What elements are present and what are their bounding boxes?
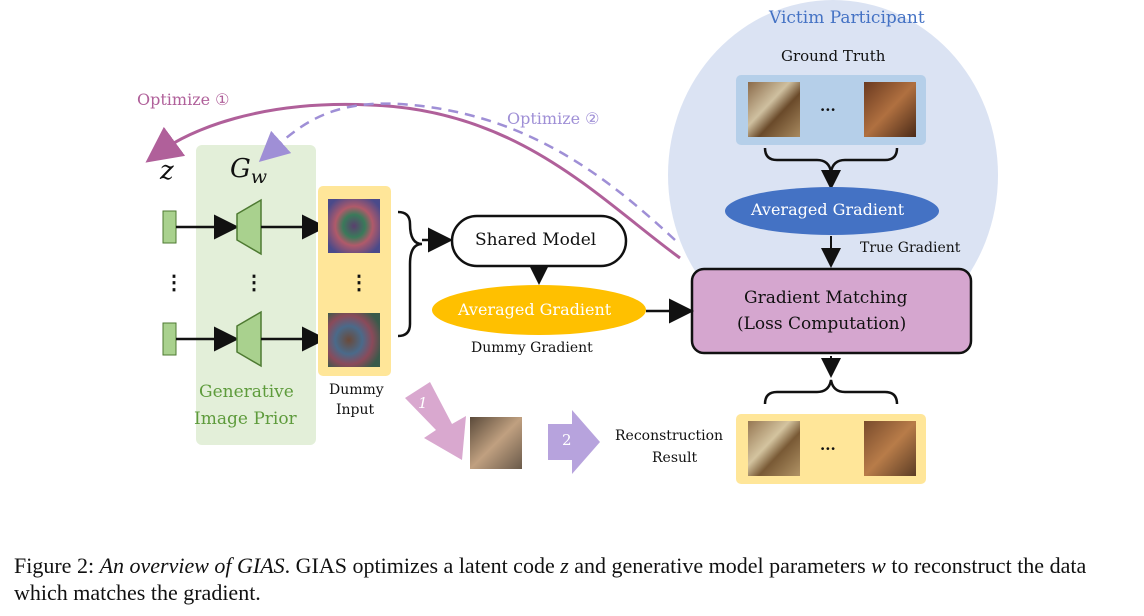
optimize-1-arrow — [145, 102, 681, 260]
caption-figure-label: Figure 2: — [14, 553, 100, 578]
figure-caption: Figure 2: An overview of GIAS. GIAS opti… — [14, 552, 1134, 606]
latent-vector-n — [162, 322, 177, 356]
latent-vector-1 — [162, 210, 177, 244]
dummy-gradient-label: Averaged Gradient — [458, 300, 612, 319]
generative-prior-line1: Generative — [199, 382, 294, 402]
result-brace — [763, 379, 899, 405]
reconstruction-line2: Result — [652, 450, 698, 466]
ground-truth-image-2 — [864, 82, 916, 137]
caption-title: An overview of GIAS — [99, 553, 285, 578]
reconstruction-ellipsis: ... — [820, 436, 836, 454]
victim-gradient-label: Averaged Gradient — [751, 200, 905, 219]
reconstruction-image-1 — [748, 421, 800, 476]
vdots-dummy: ⋮ — [349, 270, 369, 294]
gradient-matching-box — [690, 267, 973, 355]
dummy-input-line2: Input — [336, 402, 375, 418]
dummy-averaged-gradient — [432, 285, 646, 335]
ground-truth-ellipsis: ... — [820, 97, 836, 115]
caption-var-z: z — [560, 553, 569, 578]
gw-label: Gw — [230, 154, 267, 188]
caption-text-a: . GIAS optimizes a latent code — [284, 553, 561, 578]
reconstruction-line1: Reconstruction — [615, 428, 724, 444]
gw-main: G — [230, 154, 251, 184]
gw-sub: w — [250, 166, 268, 189]
gradient-matching-line2: (Loss Computation) — [737, 314, 907, 334]
z-label: z — [160, 156, 174, 186]
dummy-image-n — [328, 313, 380, 367]
optimize-2-arrow — [258, 102, 676, 241]
shared-model-label: Shared Model — [475, 230, 597, 250]
optimize-1-label: Optimize ① — [137, 90, 230, 109]
true-gradient-label: True Gradient — [860, 240, 961, 256]
dummy-gradient-caption: Dummy Gradient — [471, 340, 593, 356]
step-2-label: 2 — [562, 431, 572, 449]
dummy-image-1 — [328, 199, 380, 253]
victim-participant-label: Victim Participant — [769, 8, 925, 28]
generative-prior-line2: Image Prior — [194, 409, 297, 429]
step-1-arrow — [405, 382, 466, 460]
caption-text-b: and generative model parameters — [568, 553, 872, 578]
dummy-input-line1: Dummy — [329, 382, 384, 398]
generator-n — [236, 310, 262, 368]
dummy-brace — [397, 210, 423, 338]
ground-truth-image-1 — [748, 82, 800, 137]
step-2-arrow — [548, 410, 600, 474]
optimize-2-label: Optimize ② — [507, 109, 600, 128]
gradient-matching-line1: Gradient Matching — [744, 288, 908, 308]
step-1-label: 1 — [418, 394, 428, 412]
vdots-z: ⋮ — [164, 270, 184, 294]
victim-averaged-gradient — [725, 187, 939, 235]
caption-var-w: w — [871, 553, 886, 578]
ground-truth-label: Ground Truth — [781, 47, 886, 65]
intermediate-image — [470, 417, 522, 469]
generator-1 — [236, 198, 262, 256]
reconstruction-image-2 — [864, 421, 916, 476]
caption-text-c: to reconstruct the data which matches th… — [14, 553, 1087, 605]
vdots-g: ⋮ — [244, 270, 264, 294]
